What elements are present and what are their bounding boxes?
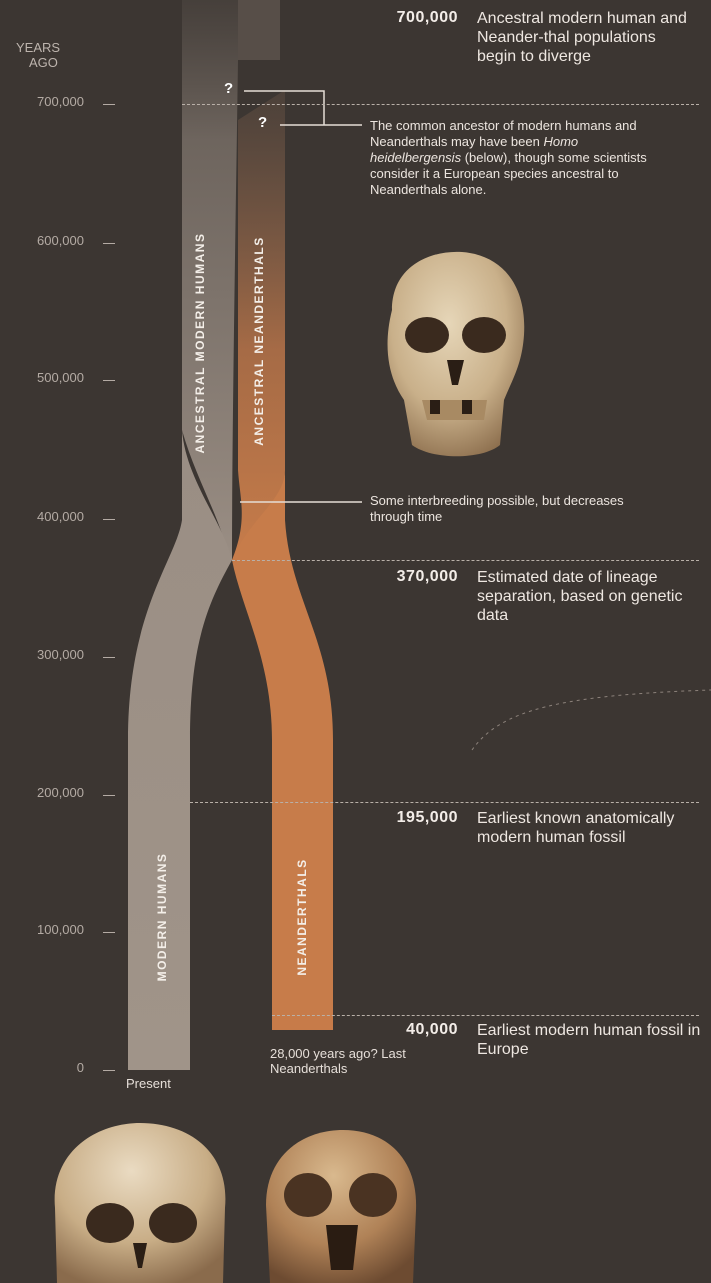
event-text-195000: Earliest known anatomically modern human… [477,809,687,847]
label-ancestral-neanderthals: ANCESTRAL NEANDERTHALS [252,196,266,486]
tick-300000: 300,000 [0,647,84,662]
guide-370000 [232,560,699,561]
tick-500000: 500,000 [0,370,84,385]
last-neanderthals-label: 28,000 years ago? Last Neanderthals [270,1046,435,1076]
event-year-700000: 700,000 [358,9,458,27]
tick-200000: 200,000 [0,785,84,800]
modern-human-skull-image [45,1118,235,1283]
interbreeding-note: Some interbreeding possible, but decreas… [370,493,630,525]
ancestral-neanderthal-band [238,0,280,60]
event-text-700000: Ancestral modern human and Neander-thal … [477,9,692,66]
heidelbergensis-skull-image [372,250,532,465]
event-year-195000: 195,000 [358,809,458,827]
question-mark-1: ? [224,80,233,97]
tick-0: 0 [0,1060,84,1075]
guide-700000 [182,104,699,105]
neanderthals-band-fade [272,1010,333,1030]
faint-curve [472,690,711,750]
label-ancestral-modern-humans: ANCESTRAL MODERN HUMANS [193,188,207,498]
common-ancestor-note: The common ancestor of modern humans and… [370,118,670,198]
question-mark-2: ? [258,114,267,131]
axis-title-line1: YEARS [16,40,60,55]
axis-title-line2: AGO [16,55,60,70]
tick-mark-100000 [103,932,115,933]
tick-mark-300000 [103,657,115,658]
tick-mark-400000 [103,519,115,520]
axis-title: YEARS AGO [16,40,60,70]
tick-600000: 600,000 [0,233,84,248]
tick-mark-0 [103,1070,115,1071]
label-modern-humans: MODERN HUMANS [155,832,169,1002]
event-text-370000: Estimated date of lineage separation, ba… [477,568,702,625]
neanderthal-skull-image [258,1125,423,1283]
tick-mark-200000 [103,795,115,796]
tick-mark-700000 [103,104,115,105]
tick-700000: 700,000 [0,94,84,109]
guide-195000 [190,802,699,803]
modern-humans-band [128,430,232,1070]
common-ancestor-note-before: The common ancestor of modern humans and… [370,118,637,149]
tick-400000: 400,000 [0,509,84,524]
label-neanderthals: NEANDERTHALS [295,852,309,982]
present-label: Present [126,1076,171,1091]
guide-40000 [272,1015,699,1016]
tick-mark-600000 [103,243,115,244]
tick-100000: 100,000 [0,922,84,937]
event-year-370000: 370,000 [358,568,458,586]
neanderthals-band [232,470,333,1030]
tick-mark-500000 [103,380,115,381]
event-year-40000: 40,000 [358,1021,458,1039]
event-text-40000: Earliest modern human fossil in Europe [477,1021,709,1059]
